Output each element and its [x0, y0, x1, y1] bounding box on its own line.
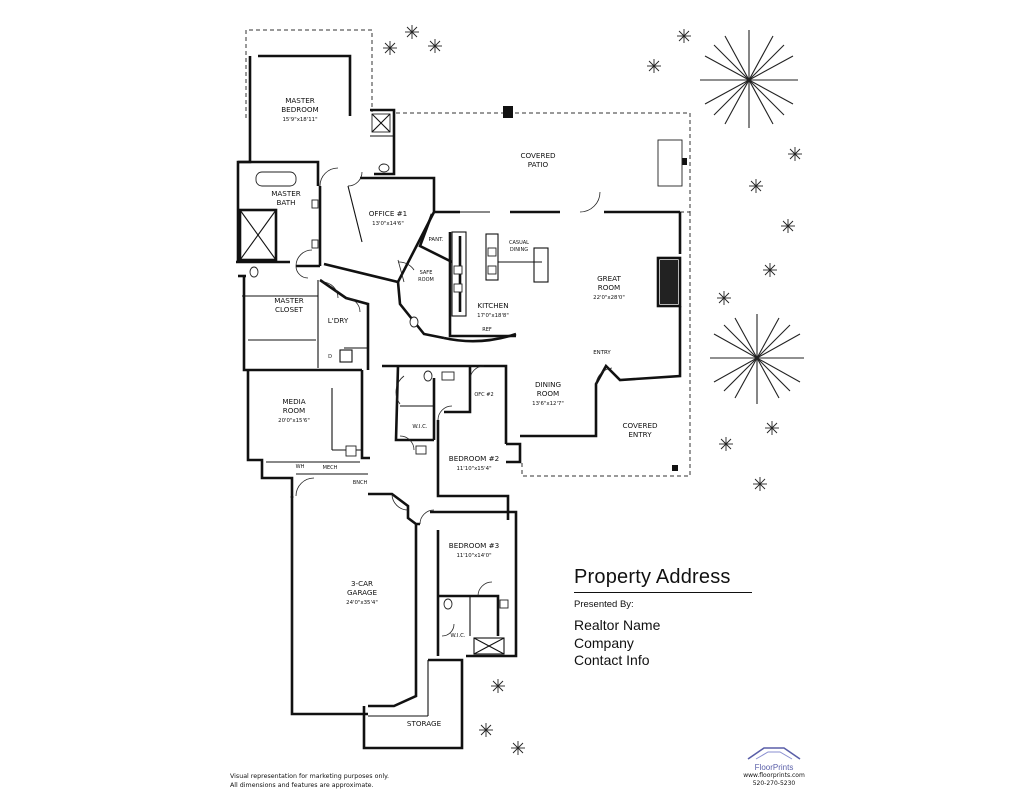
garage-label: 3-CAR: [351, 579, 373, 588]
kitchen-dims: 17'0"x18'8": [477, 313, 509, 319]
garage-label: GARAGE: [347, 588, 378, 597]
mech-label: MECH: [323, 465, 338, 471]
tree-icon-2: [710, 314, 804, 404]
door-swings: [291, 167, 613, 650]
kitchen-label: KITCHEN: [477, 301, 508, 310]
covered-entry-label: COVERED: [622, 421, 658, 430]
office1-label: OFFICE #1: [369, 209, 408, 218]
master-bedroom-label: BEDROOM: [281, 105, 319, 114]
house-roof-icon: [747, 747, 801, 760]
garage-dims: 24'0"x35'4": [346, 600, 378, 606]
entry-label: ENTRY: [593, 350, 611, 356]
casual-dining-label: DINING: [510, 247, 528, 253]
wic-bottom-label: W.I.C.: [450, 633, 465, 639]
bedroom3-label: BEDROOM #3: [449, 541, 499, 550]
laundry-label: L'DRY: [328, 316, 349, 325]
master-bath-label: BATH: [276, 198, 295, 207]
ref-label: REF: [482, 327, 492, 333]
master-closet-label: MASTER: [274, 296, 304, 305]
dining-room-label: DINING: [535, 380, 561, 389]
tree-icon-1: [700, 30, 798, 128]
safe-room-label: SAFE: [420, 270, 433, 276]
media-room-label: MEDIA: [282, 397, 305, 406]
disclaimer: Visual representation for marketing purp…: [230, 773, 389, 790]
disclaimer-line: All dimensions and features are approxim…: [230, 781, 374, 789]
master-bedroom-label: MASTER: [285, 96, 315, 105]
dashed-outlines: [245, 29, 691, 477]
fixtures: [238, 113, 683, 610]
wh-label: WH: [296, 464, 305, 470]
dining-room-dims: 13'6"x12'7": [532, 401, 564, 407]
realtor-name: Realtor Name: [574, 617, 661, 633]
covered-entry-label: ENTRY: [628, 430, 652, 439]
brand-name: FloorPrints: [754, 763, 794, 772]
contact-block: Realtor Name Company Contact Info: [574, 617, 774, 670]
great-room-dims: 22'0"x28'0": [593, 295, 625, 301]
laundry-d-label: D: [328, 354, 332, 360]
media-room-dims: 20'0"x15'6": [278, 418, 310, 424]
casual-dining-label: CASUAL: [509, 240, 529, 246]
contact-info: Contact Info: [574, 652, 650, 668]
master-bath-label: MASTER: [271, 189, 301, 198]
bedroom2-label: BEDROOM #2: [449, 454, 499, 463]
shrub-icons: [383, 25, 802, 755]
brand-url[interactable]: www.floorprints.com: [743, 772, 805, 779]
room-labels: MASTER BEDROOM 15'9"x18'11" MASTER BATH …: [271, 96, 658, 728]
presented-by-label: Presented By:: [574, 599, 634, 610]
safe-room-label: ROOM: [418, 277, 434, 283]
media-room-label: ROOM: [283, 406, 306, 415]
great-room-label: ROOM: [598, 283, 621, 292]
office2-label: OFC #2: [474, 392, 493, 398]
disclaimer-line: Visual representation for marketing purp…: [230, 773, 390, 780]
bench-label: BNCH: [353, 480, 368, 486]
pantry-label: PANT.: [429, 237, 444, 243]
master-bedroom-dims: 15'9"x18'11": [282, 117, 317, 123]
walls: [236, 54, 687, 750]
covered-patio-label: PATIO: [528, 160, 549, 169]
property-info: Property Address Presented By: Realtor N…: [574, 566, 774, 670]
property-address-title: Property Address: [574, 566, 752, 593]
storage-label: STORAGE: [407, 719, 442, 728]
bedroom3-dims: 11'10"x14'0": [456, 553, 491, 559]
company-name: Company: [574, 634, 634, 651]
bedroom2-dims: 11'10"x15'4": [456, 466, 491, 472]
wic-top-label: W.I.C.: [412, 424, 427, 430]
brand-phone: 520-270-5230: [752, 780, 796, 787]
office1-dims: 13'0"x14'6": [372, 221, 404, 227]
dining-room-label: ROOM: [537, 389, 560, 398]
covered-patio-label: COVERED: [520, 151, 556, 160]
great-room-label: GREAT: [597, 274, 621, 283]
master-closet-label: CLOSET: [275, 305, 304, 314]
brand-logo: FloorPrints www.floorprints.com 520-270-…: [734, 745, 814, 788]
